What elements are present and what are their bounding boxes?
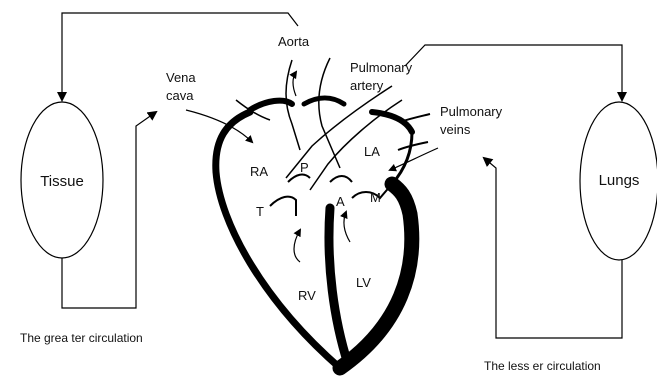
aortic-valve-label: A <box>336 194 345 209</box>
pulmonary-valve-leaflet <box>288 175 310 182</box>
left-atrium-wall <box>392 132 412 184</box>
vena-cava-label-line1: Vena <box>166 70 196 85</box>
pulmonary-artery-label-line1: Pulmonary <box>350 60 413 75</box>
pulmonary-veins-label-line2: veins <box>440 122 471 137</box>
pulmonary-artery-label-line2: artery <box>350 78 384 93</box>
tricuspid-valve-label: T <box>256 204 264 219</box>
lesser-circulation-out-line <box>405 45 622 100</box>
heart <box>186 58 438 368</box>
left-atrium-label: LA <box>364 144 380 159</box>
aortic-valve-leaflet <box>330 176 352 182</box>
pulmonary-valve-label: P <box>300 160 309 175</box>
lungs-label: Lungs <box>599 172 640 189</box>
greater-circulation-label: The grea ter circulation <box>20 331 143 345</box>
pulmonary-vein-stub-upper <box>400 114 430 122</box>
pulmonary-vein-stub-lower <box>398 142 428 150</box>
heart-left-wall <box>340 184 412 368</box>
flow-arrow-into-aorta <box>293 72 296 96</box>
heart-right-wall <box>216 112 340 368</box>
aorta-label: Aorta <box>278 34 310 49</box>
atrial-roof-mid <box>304 98 344 104</box>
pulmonary-veins-label-line1: Pulmonary <box>440 104 503 119</box>
atrial-roof-right <box>372 112 412 132</box>
lesser-circulation-label: The less er circulation <box>484 359 601 373</box>
tricuspid-valve-leaflet <box>270 197 296 216</box>
left-ventricle-label: LV <box>356 275 371 290</box>
atrial-roof-left <box>250 101 292 110</box>
greater-circulation-out-line <box>62 13 298 100</box>
greater-circulation-return-line <box>62 112 156 308</box>
flow-arrow-right-ventricle <box>294 230 300 262</box>
tissue-label: Tissue <box>40 173 84 190</box>
flow-arrow-pulmonary-veins <box>390 148 438 170</box>
flow-arrow-left-ventricle <box>344 212 350 242</box>
right-ventricle-label: RV <box>298 288 316 303</box>
vena-cava-label-line2: cava <box>166 88 194 103</box>
mitral-valve-label: M <box>370 190 381 205</box>
right-atrium-label: RA <box>250 164 268 179</box>
aorta-vessel-inner <box>319 58 340 168</box>
